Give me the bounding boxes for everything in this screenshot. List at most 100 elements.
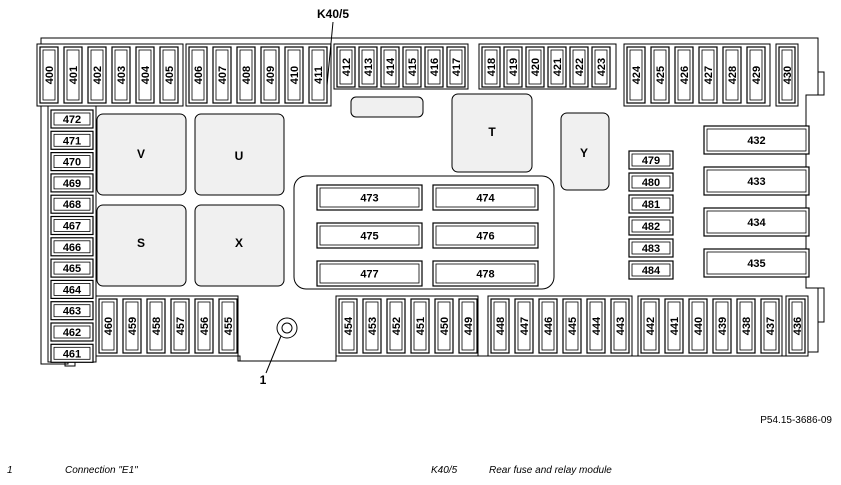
- fuse-label: 447: [519, 317, 531, 335]
- fuse-label: 444: [591, 316, 603, 335]
- fuse-422: 422: [569, 46, 589, 88]
- fuse-label: 443: [615, 317, 627, 335]
- fuse-label: 445: [567, 317, 579, 335]
- callout-1-label: 1: [260, 373, 267, 387]
- fuse-403: 403: [111, 46, 131, 104]
- fuse-label: 426: [679, 66, 691, 84]
- fuse-label: 457: [175, 317, 187, 335]
- fuse-label: 475: [360, 231, 378, 243]
- fuse-label: 404: [140, 65, 152, 84]
- fuse-408: 408: [236, 46, 256, 104]
- fuse-label: 432: [747, 135, 765, 147]
- fuse-428: 428: [722, 46, 742, 104]
- fuse-477: 477: [316, 260, 423, 287]
- fuse-label: 470: [63, 157, 81, 169]
- module-label-text: K40/5: [317, 7, 349, 21]
- fuse-409: 409: [260, 46, 280, 104]
- fuse-469: 469: [50, 173, 94, 193]
- fuse-label: 460: [103, 317, 115, 335]
- fuse-label: 484: [642, 265, 661, 277]
- fuse-460: 460: [98, 298, 118, 354]
- fuse-label: 458: [151, 317, 163, 335]
- fuse-label: 483: [642, 243, 660, 255]
- fuse-label: 427: [703, 66, 715, 84]
- fuse-405: 405: [159, 46, 179, 104]
- fuse-label: 438: [741, 317, 753, 335]
- fuse-label: 413: [363, 58, 375, 76]
- fuse-label: 453: [367, 317, 379, 335]
- legend-text-2: Rear fuse and relay module: [489, 465, 612, 476]
- fuse-label: 433: [747, 176, 765, 188]
- fuse-452: 452: [386, 298, 406, 354]
- fuse-label: 422: [574, 58, 586, 76]
- fuse-label: 420: [530, 58, 542, 76]
- fuse-label: 478: [476, 269, 494, 281]
- fuse-462: 462: [50, 322, 94, 342]
- fuse-414: 414: [380, 46, 400, 88]
- fuse-label: 403: [116, 66, 128, 84]
- fuse-450: 450: [434, 298, 454, 354]
- fuse-453: 453: [362, 298, 382, 354]
- fuse-463: 463: [50, 301, 94, 321]
- fuse-410: 410: [284, 46, 304, 104]
- fuse-454: 454: [338, 298, 358, 354]
- fuse-label: 468: [63, 199, 81, 211]
- fuse-417: 417: [446, 46, 466, 88]
- relay-v: [96, 113, 187, 196]
- fuse-470: 470: [50, 152, 94, 172]
- fuse-label: 479: [642, 155, 660, 167]
- fuse-418: 418: [481, 46, 501, 88]
- fuse-484: 484: [628, 260, 674, 280]
- relay-t-label: T: [488, 125, 496, 139]
- fuse-label: 476: [476, 231, 494, 243]
- fuse-label: 411: [313, 66, 325, 84]
- fuse-label: 455: [223, 317, 235, 335]
- fuse-476: 476: [432, 222, 539, 249]
- fuse-480: 480: [628, 172, 674, 192]
- fuse-429: 429: [746, 46, 766, 104]
- fuse-466: 466: [50, 237, 94, 257]
- fuse-443: 443: [610, 298, 630, 354]
- fuse-441: 441: [664, 298, 684, 354]
- fuse-label: 423: [596, 58, 608, 76]
- fuse-478: 478: [432, 260, 539, 287]
- fuse-label: 418: [486, 58, 498, 76]
- fuse-413: 413: [358, 46, 378, 88]
- fuse-label: 469: [63, 178, 81, 190]
- fuse-label: 401: [68, 66, 80, 84]
- fuse-465: 465: [50, 258, 94, 278]
- fuse-432: 432: [703, 125, 810, 155]
- fuse-label: 456: [199, 317, 211, 335]
- fuse-402: 402: [87, 46, 107, 104]
- fuse-label: 467: [63, 221, 81, 233]
- fuse-440: 440: [688, 298, 708, 354]
- fuse-label: 424: [631, 65, 643, 84]
- relay-v-label: V: [137, 147, 145, 161]
- fuse-label: 406: [193, 66, 205, 84]
- fuse-label: 409: [265, 66, 277, 84]
- fuse-label: 439: [717, 317, 729, 335]
- fuse-label: 400: [44, 66, 56, 84]
- fuse-433: 433: [703, 166, 810, 196]
- relay-u: [194, 113, 285, 196]
- fuse-430: 430: [778, 46, 796, 104]
- fuse-406: 406: [188, 46, 208, 104]
- relay-x: [194, 204, 285, 287]
- fuse-446: 446: [538, 298, 558, 354]
- fuse-449: 449: [458, 298, 478, 354]
- fuse-label: 466: [63, 242, 81, 254]
- fuse-label: 450: [439, 317, 451, 335]
- fuse-459: 459: [122, 298, 142, 354]
- fuse-447: 447: [514, 298, 534, 354]
- fuse-479: 479: [628, 150, 674, 170]
- fuse-424: 424: [626, 46, 646, 104]
- fuse-label: 436: [792, 317, 804, 335]
- fuse-label: 448: [495, 317, 507, 335]
- fuse-471: 471: [50, 130, 94, 150]
- fuse-483: 483: [628, 238, 674, 258]
- fuse-label: 442: [645, 317, 657, 335]
- fuse-label: 421: [552, 58, 564, 76]
- legend-key-2: K40/5: [431, 465, 458, 476]
- fuse-label: 463: [63, 306, 81, 318]
